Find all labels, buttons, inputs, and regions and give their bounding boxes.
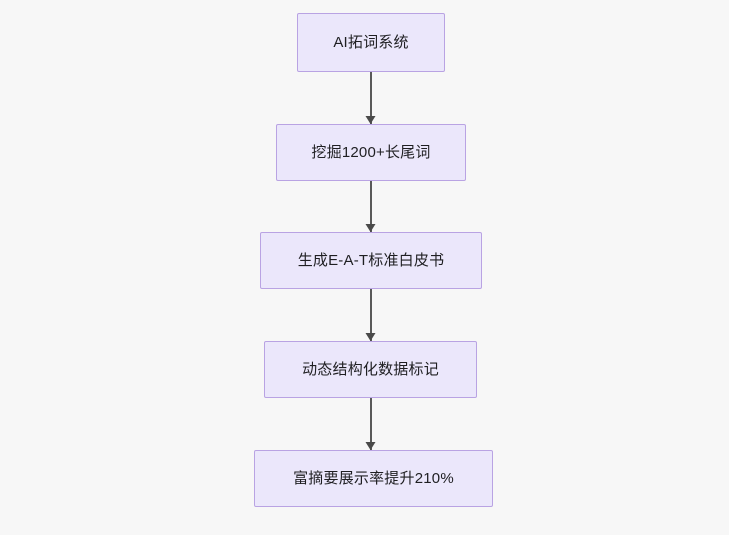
flow-node-label: 挖掘1200+长尾词 xyxy=(311,144,431,161)
arrowhead-icon xyxy=(365,116,376,124)
edge-line xyxy=(370,181,372,232)
flow-node-label: 富摘要展示率提升210% xyxy=(293,470,454,487)
flow-node-generate-eat-whitepaper[interactable]: 生成E-A-T标准白皮书 xyxy=(260,232,482,289)
arrowhead-icon xyxy=(365,333,376,341)
flow-node-dynamic-structured-data-markup[interactable]: 动态结构化数据标记 xyxy=(264,341,477,398)
flow-node-label: AI拓词系统 xyxy=(333,34,409,51)
arrowhead-icon xyxy=(365,442,376,450)
flow-node-label: 生成E-A-T标准白皮书 xyxy=(297,252,445,269)
flow-node-mine-longtail-keywords[interactable]: 挖掘1200+长尾词 xyxy=(276,124,466,181)
edge-line xyxy=(370,289,372,341)
flow-node-rich-snippet-impression-lift[interactable]: 富摘要展示率提升210% xyxy=(254,450,493,507)
flow-node-ai-keyword-system[interactable]: AI拓词系统 xyxy=(297,13,445,72)
edge-line xyxy=(370,398,372,450)
arrowhead-icon xyxy=(365,224,376,232)
flow-node-label: 动态结构化数据标记 xyxy=(302,361,439,378)
edge-line xyxy=(370,72,372,124)
